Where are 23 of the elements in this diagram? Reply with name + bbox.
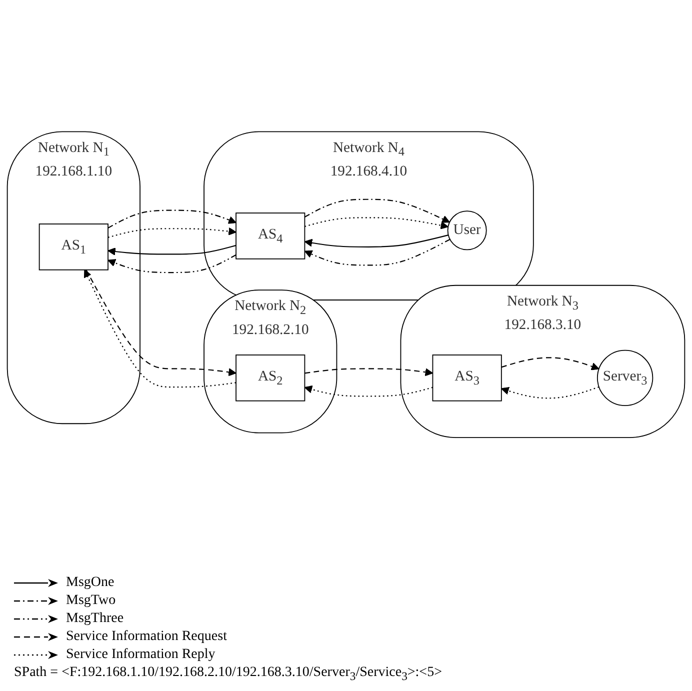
arrow bbox=[304, 217, 448, 230]
note-text: SPath = <F:192.168.1.10/192.168.2.10/192.168.3.10/Server$_{3}$/Service$_{3}$>:<5> bbox=[14, 665, 443, 683]
arrow bbox=[108, 254, 236, 274]
arrow bbox=[501, 357, 600, 370]
arrow bbox=[304, 368, 434, 376]
arrow bbox=[501, 386, 600, 399]
node-circle: Server$_{3}$ bbox=[596, 350, 654, 406]
legend-label: MsgOne bbox=[66, 575, 114, 592]
node-box: AS$_{2}$ bbox=[236, 354, 306, 402]
node-circle: User bbox=[447, 210, 487, 250]
node-box: AS$_{3}$ bbox=[432, 354, 502, 402]
arrow bbox=[304, 238, 450, 266]
arrow bbox=[108, 210, 236, 228]
legend-label: MsgThree bbox=[66, 611, 124, 628]
legend-label: Service Information Request bbox=[66, 629, 227, 646]
legend-label: MsgTwo bbox=[66, 593, 116, 610]
arrow bbox=[304, 234, 448, 248]
arrow bbox=[108, 244, 236, 256]
legend-label: Service Information Reply bbox=[66, 647, 216, 664]
node-box: AS$_{1}$ bbox=[38, 224, 108, 270]
arrow bbox=[304, 385, 433, 397]
node-box: AS$_{4}$ bbox=[236, 212, 306, 260]
arrow bbox=[304, 198, 450, 223]
